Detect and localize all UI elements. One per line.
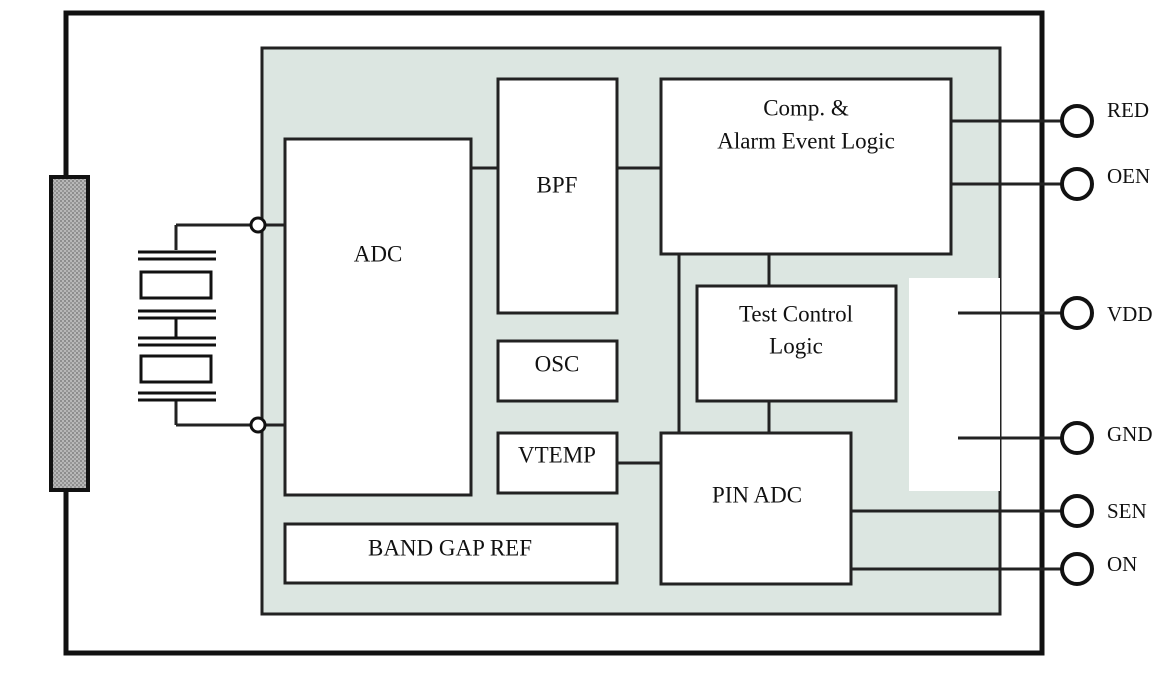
adc-block: ADC (283, 137, 473, 497)
node-top (249, 216, 267, 234)
pin-red-label: RED (1107, 98, 1149, 122)
pin-gnd-label: GND (1107, 422, 1153, 446)
pin-oen-terminal (1060, 167, 1094, 201)
bpf-block: BPF (496, 77, 619, 315)
pin-adc-label: PIN ADC (712, 482, 802, 507)
osc-label: OSC (535, 351, 580, 376)
comp-alarm-label-line2: Alarm Event Logic (717, 128, 895, 153)
sensor-window (49, 175, 90, 492)
comp-alarm-label-line1: Comp. & (763, 95, 849, 120)
pin-oen-label: OEN (1107, 164, 1150, 188)
vtemp-label: VTEMP (518, 442, 596, 467)
pin-vdd-label: VDD (1107, 302, 1153, 326)
pin-on-label: ON (1107, 552, 1137, 576)
pin-on-terminal (1060, 552, 1094, 586)
vtemp-block: VTEMP (496, 431, 619, 495)
test-control-label-line1: Test Control (739, 301, 853, 326)
pin-gnd-terminal (1060, 421, 1094, 455)
pin-red-terminal (1060, 104, 1094, 138)
pin-adc-block: PIN ADC (659, 431, 853, 586)
piezo-crystal-icon (138, 223, 258, 427)
test-control-block: Test Control Logic (695, 284, 898, 403)
die-cutout (909, 278, 1000, 491)
test-control-label-line2: Logic (769, 333, 823, 358)
node-bottom (249, 416, 267, 434)
comp-alarm-block: Comp. & Alarm Event Logic (659, 77, 953, 256)
bpf-label: BPF (537, 172, 578, 197)
pin-vdd-terminal (1060, 296, 1094, 330)
band-gap-ref-label: BAND GAP REF (368, 535, 532, 560)
osc-block: OSC (496, 339, 619, 403)
adc-label: ADC (354, 241, 403, 266)
pin-sen-label: SEN (1107, 499, 1147, 523)
pin-sen-terminal (1060, 494, 1094, 528)
band-gap-ref-block: BAND GAP REF (283, 522, 619, 585)
